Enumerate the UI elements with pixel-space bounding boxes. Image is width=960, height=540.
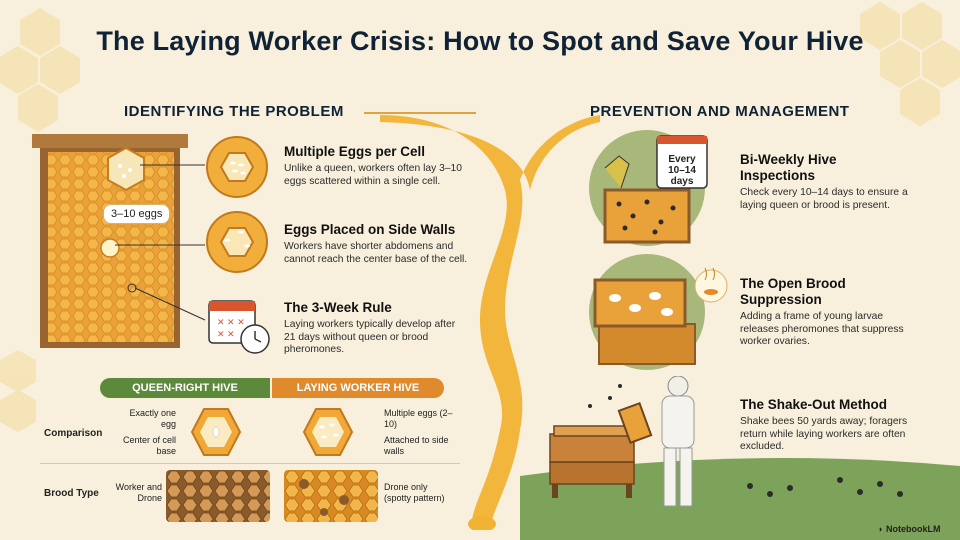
single-egg-cell-icon [190,408,242,456]
right-item-text-line: Adding a frame of young larvae [740,311,884,322]
beekeeper-icon [520,376,960,540]
honeycomb-frame-icon [32,134,188,348]
side-wall-eggs-icon [206,211,268,273]
left-section-heading: IDENTIFYING THE PROBLEM [124,103,344,120]
right-item-text-line: Shake bees 50 yards away; foragers [740,416,908,427]
frame-egg-count-label: 3–10 eggs [103,204,171,224]
queen-right-hive-pill: QUEEN-RIGHT HIVE [100,378,270,398]
multiple-eggs-cell-icon [302,408,354,456]
queen-note: Exactly one egg [129,408,176,429]
left-item-title: Multiple Eggs per Cell [284,144,426,159]
right-item-title-line: Bi-Weekly Hive [740,152,837,167]
left-item-1: Multiple Eggs per Cell Unlike a queen, w… [284,144,494,188]
right-item-title-line: Suppression [740,292,822,307]
solid-brood-pattern-icon [166,470,270,522]
right-item-text-line: excluded. [740,441,785,452]
honeycomb-eggs-icon [206,136,268,198]
left-item-3: The 3-Week Rule Laying workers typically… [284,300,494,357]
left-item-text-line: Laying workers typically develop after [284,319,456,330]
right-item-1: Bi-Weekly Hive Inspections Check every 1… [740,152,950,212]
left-item-2: Eggs Placed on Side Walls Workers have s… [284,222,494,266]
left-item-title: Eggs Placed on Side Walls [284,222,456,237]
right-item-3: The Shake-Out Method Shake bees 50 yards… [740,397,950,454]
right-item-title-line: The Open Brood [740,276,846,291]
left-item-text-line: pheromones. [284,344,345,355]
worker-note: Multiple eggs (2–10) [384,408,453,429]
callout-lines [115,164,206,321]
svg-text:✕ ✕ ✕: ✕ ✕ ✕ [217,317,245,327]
table-divider [40,463,460,464]
brand-badge: ◗ NotebookLM [878,524,940,534]
brand-logo-icon: ◗ [878,524,884,534]
inspection-frame-icon [589,130,708,246]
right-item-text-line: releases pheromones that suppress [740,323,904,335]
left-item-text-line: Workers have shorter abdomens and [284,241,454,252]
left-item-text-line: Unlike a queen, workers often lay 3–10 [284,163,463,174]
right-item-text-line: return while laying workers are often [740,428,906,440]
right-item-text-line: Check every 10–14 days to ensure a [740,187,908,198]
open-brood-icon [589,254,728,370]
right-item-text-line: laying queen or brood is present. [740,199,890,211]
right-item-title-line: Inspections [740,168,816,183]
calendar-clock-icon: ✕ ✕ ✕ ✕ ✕ [208,300,270,354]
honey-drip-illustration [380,115,600,530]
worker-brood-note: Drone only (spotty pattern) [384,482,445,503]
right-section-heading: PREVENTION AND MANAGEMENT [590,103,850,120]
left-item-title: The 3-Week Rule [284,300,392,315]
spotty-brood-pattern-icon [284,470,378,522]
section-divider [364,112,476,114]
queen-note: Center of cell base [122,435,176,456]
calendar-text: Every 10–14 days [668,154,696,187]
laying-worker-hive-pill: LAYING WORKER HIVE [272,378,444,398]
page-title: The Laying Worker Crisis: How to Spot an… [96,26,864,56]
right-item-text-line: worker ovaries. [740,336,810,347]
queen-brood-note: Worker and Drone [115,482,162,503]
brand-label: NotebookLM [885,524,941,534]
worker-note: Attached to side walls [384,435,449,456]
comparison-row-label: Comparison [44,428,103,439]
left-item-text-line: 21 days without queen or brood [284,331,429,343]
left-item-text-line: cannot reach the center base of the cell… [284,253,468,265]
right-item-title-line: The Shake-Out Method [740,397,888,412]
svg-text:✕ ✕: ✕ ✕ [217,329,235,339]
left-item-text-line: eggs scattered within a single cell. [284,175,441,187]
right-item-2: The Open Brood Suppression Adding a fram… [740,276,950,349]
brood-type-row-label: Brood Type [44,488,99,499]
